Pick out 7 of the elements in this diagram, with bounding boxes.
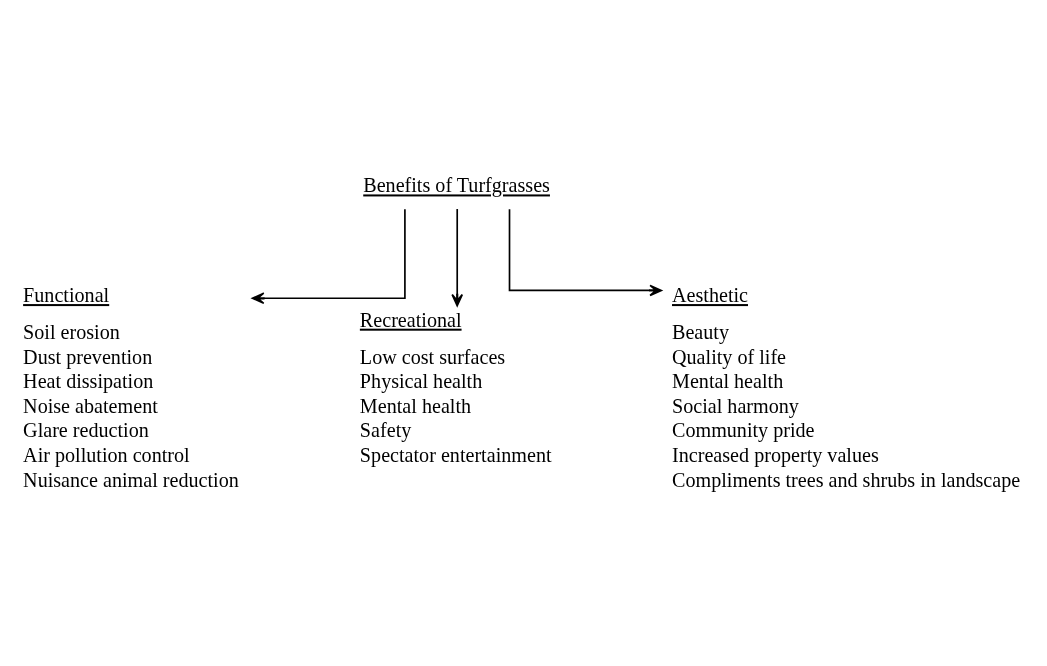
node-text: Aesthetic Beauty Quality of life Mental health Social harmony Community pride Increased property values Compliments trees and shrubs in landscape: [672, 283, 1021, 491]
arrow: [508, 207, 663, 296]
node-text: Benefits of Turfgrasses: [363, 173, 550, 196]
arrow: [451, 207, 464, 307]
node-text: Recreational Low cost surfaces Physical health Mental health Safety Spectator entertainment: [359, 308, 552, 466]
node-text: Functional Soil erosion Dust prevention Heat dissipation Noise abatement Glare reduction Air pollution control Nuisance animal reduction: [23, 283, 239, 491]
arrow: [251, 207, 406, 304]
